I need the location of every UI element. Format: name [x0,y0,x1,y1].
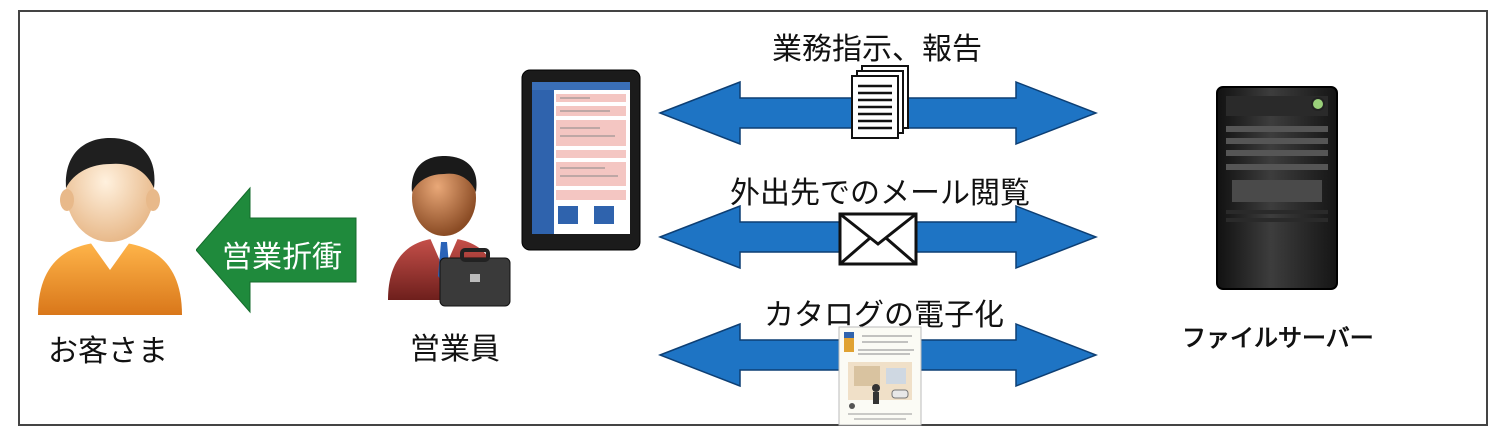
tablet-icon [520,68,642,252]
catalog-page-icon [838,326,922,426]
document-stack-icon [848,64,912,140]
flow-label-1: 業務指示、報告 [772,32,982,67]
negotiation-arrow [196,186,358,314]
customer-person-icon [30,130,190,320]
envelope-icon [838,212,918,266]
salesperson-label: 営業員 [410,332,500,367]
negotiation-label: 営業折衝 [222,240,342,275]
customer-label: お客さま [48,334,168,369]
flow-label-2: 外出先でのメール閲覧 [730,176,1030,211]
salesperson-icon [384,150,514,310]
file-server-icon [1214,84,1340,292]
file-server-label: ファイルサーバー [1182,324,1374,352]
